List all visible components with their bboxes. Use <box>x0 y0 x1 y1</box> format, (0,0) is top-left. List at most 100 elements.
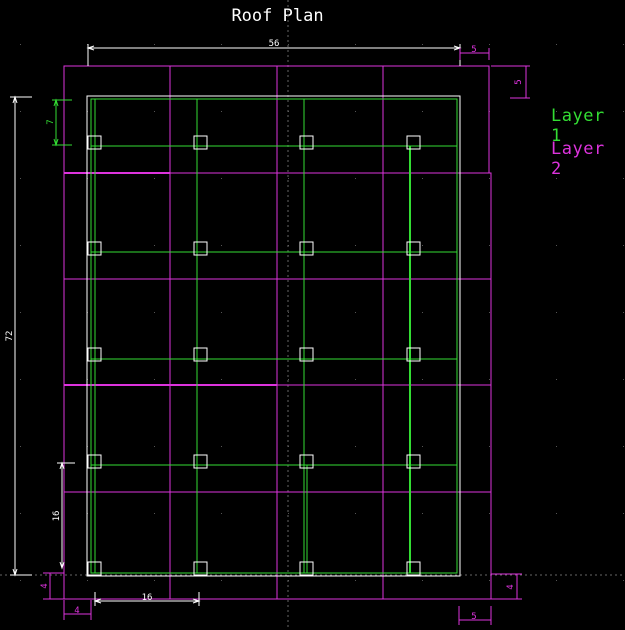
dim-bay-width-text: 16 <box>142 593 153 603</box>
grid-dot <box>288 44 289 45</box>
grid-dot <box>422 111 423 112</box>
grid-dot <box>355 111 356 112</box>
grid-dot <box>154 513 155 514</box>
column-square <box>299 135 314 150</box>
grid-dot <box>489 178 490 179</box>
grid-dot <box>623 379 624 380</box>
grid-dots <box>20 44 624 581</box>
grid-dot <box>355 312 356 313</box>
grid-dot <box>556 245 557 246</box>
legend-layer-1: Layer 1 <box>551 106 625 146</box>
grid-dot <box>221 513 222 514</box>
grid-dot <box>154 178 155 179</box>
grid-dot <box>221 580 222 581</box>
grid-dot <box>556 44 557 45</box>
column-square <box>406 347 421 362</box>
column-square <box>87 561 102 576</box>
grid-dot <box>355 580 356 581</box>
grid-dot <box>556 178 557 179</box>
column-square <box>193 561 208 576</box>
dim-bay-width-arrow-left <box>93 598 102 604</box>
grid-dot <box>556 513 557 514</box>
dim-height-arrow-bottom <box>12 568 18 577</box>
dim-inner-top-text: 7 <box>46 119 56 124</box>
grid-dot <box>556 580 557 581</box>
green-dimension <box>52 98 72 147</box>
dim-bay-width-arrow-right <box>192 598 201 604</box>
column-square <box>406 241 421 256</box>
column-square <box>193 347 208 362</box>
grid-dot <box>623 446 624 447</box>
grid-dot <box>288 513 289 514</box>
grid-dot <box>20 178 21 179</box>
column-square <box>87 347 102 362</box>
column-square <box>299 347 314 362</box>
grid-dot <box>20 446 21 447</box>
grid-dot <box>623 178 624 179</box>
grid-dot <box>355 178 356 179</box>
grid-dot <box>489 44 490 45</box>
dim-top-offset-text: 5 <box>471 45 476 55</box>
grid-dot <box>355 379 356 380</box>
column-square <box>299 561 314 576</box>
grid-dot <box>20 44 21 45</box>
grid-dot <box>20 513 21 514</box>
grid-dot <box>556 111 557 112</box>
grid-dot <box>221 379 222 380</box>
grid-dot <box>20 312 21 313</box>
grid-dot <box>154 44 155 45</box>
column-square <box>87 454 102 469</box>
grid-dot <box>221 111 222 112</box>
magenta-dimensions <box>43 48 530 625</box>
grid-dot <box>422 446 423 447</box>
legend-layer-2-label: Layer 2 <box>551 139 605 179</box>
grid-dot <box>87 580 88 581</box>
column-square <box>87 241 102 256</box>
dim-width-arrow-left <box>86 45 95 51</box>
grid-dot <box>556 379 557 380</box>
grid-dot <box>288 379 289 380</box>
dim-bottom-left-text: 4 <box>74 606 79 616</box>
layer-1-geometry <box>90 98 458 574</box>
grid-dot <box>489 312 490 313</box>
legend-layer-2: Layer 2 <box>551 139 625 179</box>
grid-dot <box>556 312 557 313</box>
grid-dot <box>623 312 624 313</box>
grid-dot <box>288 178 289 179</box>
grid-dot <box>355 446 356 447</box>
grid-dot <box>556 446 557 447</box>
grid-dot <box>422 312 423 313</box>
column-square <box>193 454 208 469</box>
grid-dot <box>221 312 222 313</box>
column-square <box>406 454 421 469</box>
dim-bottom-right-text: 5 <box>471 612 476 622</box>
dim-overall-height-text: 72 <box>5 331 15 342</box>
grid-dot <box>489 580 490 581</box>
grid-dot <box>623 44 624 45</box>
grid-dot <box>221 446 222 447</box>
grid-dot <box>288 312 289 313</box>
column-square <box>87 135 102 150</box>
grid-dot <box>154 111 155 112</box>
diagram-title: Roof Plan <box>231 6 324 26</box>
grid-dot <box>422 44 423 45</box>
grid-dot <box>221 245 222 246</box>
dim-right-bottom-text: 4 <box>506 584 516 589</box>
dim-bay-height-arrow-top <box>59 461 65 470</box>
grid-dot <box>154 245 155 246</box>
dimension-lines <box>10 44 462 606</box>
dim-bay-height-arrow-bottom <box>59 561 65 570</box>
grid-dot <box>422 513 423 514</box>
grid-dot <box>489 245 490 246</box>
grid-dot <box>422 245 423 246</box>
grid-dot <box>623 111 624 112</box>
grid-dot <box>355 44 356 45</box>
column-square <box>193 241 208 256</box>
dim-inner-top-arrow-bottom <box>53 138 59 147</box>
dim-right-offset-text: 5 <box>514 79 524 84</box>
grid-dot <box>154 379 155 380</box>
legend-layer-1-label: Layer 1 <box>551 106 605 146</box>
grid-dot <box>154 580 155 581</box>
grid-dot <box>623 513 624 514</box>
